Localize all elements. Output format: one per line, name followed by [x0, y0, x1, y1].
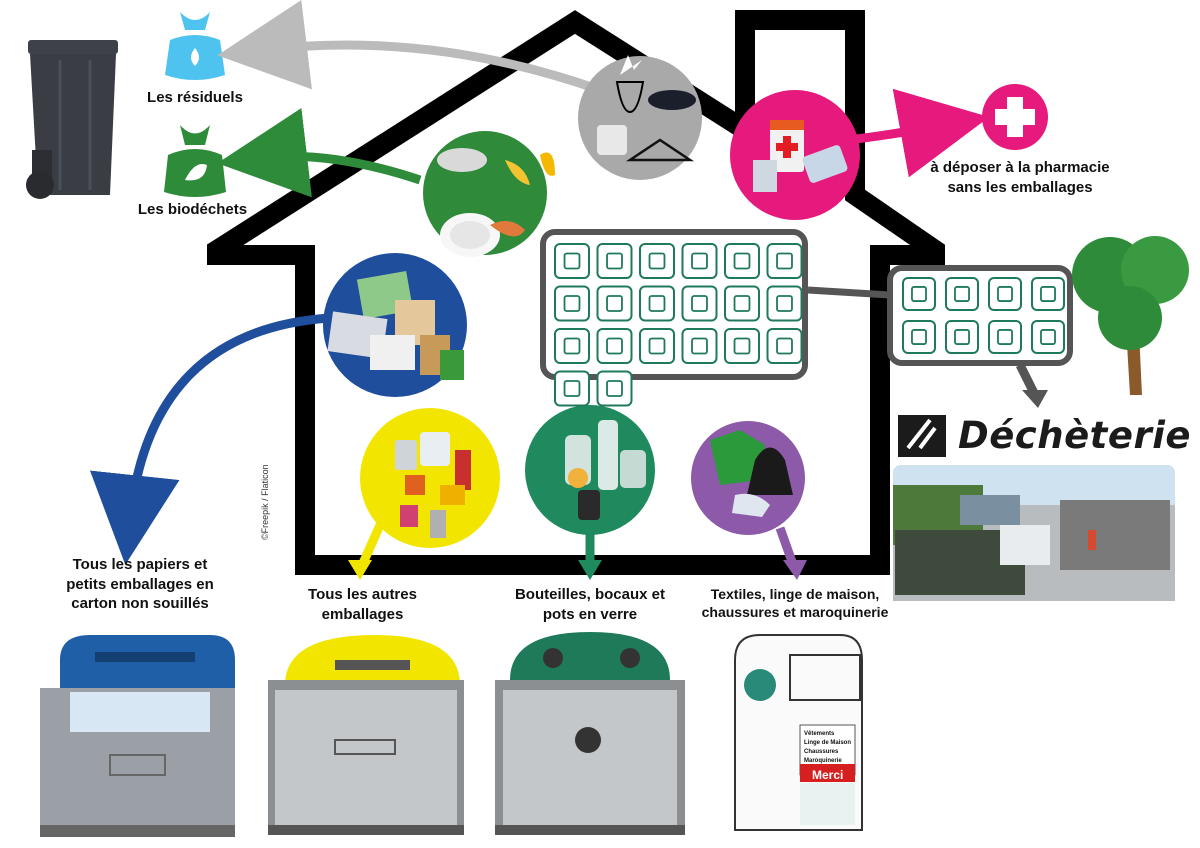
fire-icon — [681, 328, 718, 364]
bed-icon — [554, 285, 590, 322]
packaging-container-icon — [268, 635, 464, 835]
residual-bag-icon — [165, 12, 225, 80]
paint-icon — [766, 243, 803, 279]
packaging-circle — [360, 408, 500, 548]
lightbulb-icon — [639, 328, 675, 364]
decheterie-icon-grid — [902, 277, 1065, 354]
biowaste-arrow — [217, 108, 422, 198]
batteries-icon — [724, 328, 760, 364]
pallet-icon — [945, 320, 979, 354]
car-battery-icon — [988, 320, 1022, 354]
scissors-icon — [596, 328, 633, 364]
decheterie-photo — [893, 465, 1175, 601]
pharmacy-circle — [730, 90, 860, 220]
harness-icon — [554, 370, 590, 407]
merci-label: Merci — [812, 768, 843, 782]
papers-arrow — [89, 313, 331, 565]
cardboard-icon — [945, 277, 979, 311]
textiles-label: Textiles, linge de maison,chaussures et … — [701, 586, 889, 621]
decheterie-arrowhead — [1022, 390, 1048, 408]
glass-container-icon — [495, 632, 685, 835]
tree-icon — [902, 277, 936, 311]
pharmacy-arrow — [847, 88, 990, 178]
image-credit: ©Freepik / Flaticon — [260, 464, 270, 540]
biowaste-label: Les biodéchets — [137, 201, 248, 218]
tire-icon — [1031, 320, 1065, 354]
rubble-icon — [988, 277, 1022, 311]
decheterie-logo-icon — [898, 415, 946, 457]
syringe-icon — [766, 285, 803, 322]
house-outline — [207, 10, 945, 575]
pharmacy-cross-icon — [982, 84, 1048, 150]
textile-sign-line: Maroquinerie — [804, 758, 842, 764]
appliance-icon — [596, 285, 633, 322]
decheterie-title: Déchèterie — [958, 414, 1191, 457]
residual-bin-icon — [26, 40, 118, 199]
bottles-icon — [596, 243, 633, 279]
residuals-arrow — [217, 0, 602, 95]
glass-arrowhead — [578, 560, 602, 580]
textiles-circle — [691, 421, 805, 535]
textile-sign-line: Vêtements — [804, 731, 835, 737]
xray-icon — [766, 328, 803, 364]
paper-container-icon — [40, 635, 235, 837]
biowaste-circle — [423, 131, 555, 257]
spray-icon — [596, 370, 633, 407]
printer-icon — [724, 243, 760, 279]
tshirt-icon — [681, 285, 718, 322]
decheterie-connector — [807, 286, 891, 299]
textile-sign-line: Chaussures — [804, 749, 839, 755]
house-icon-grid — [554, 243, 803, 407]
residuals-circle — [578, 55, 702, 180]
packaging-arrowhead — [348, 560, 372, 580]
tree-icon — [1072, 236, 1189, 395]
papers-circle — [323, 253, 467, 397]
oil-can-icon — [1031, 277, 1065, 311]
residuals-label: Les résiduels — [147, 89, 243, 106]
pan-icon — [639, 243, 675, 279]
glass-circle — [525, 405, 655, 535]
box-icon — [639, 285, 675, 322]
radiator-icon — [724, 285, 760, 322]
bicycle-icon — [902, 320, 936, 354]
window-icon — [554, 243, 590, 279]
biowaste-bag-icon — [164, 125, 226, 197]
textile-sign-line: Linge de Maison — [804, 740, 851, 746]
cans-icon — [681, 243, 718, 279]
textiles-arrowhead — [783, 560, 807, 580]
mattress-icon — [554, 328, 590, 364]
textile-container-icon — [734, 634, 863, 831]
